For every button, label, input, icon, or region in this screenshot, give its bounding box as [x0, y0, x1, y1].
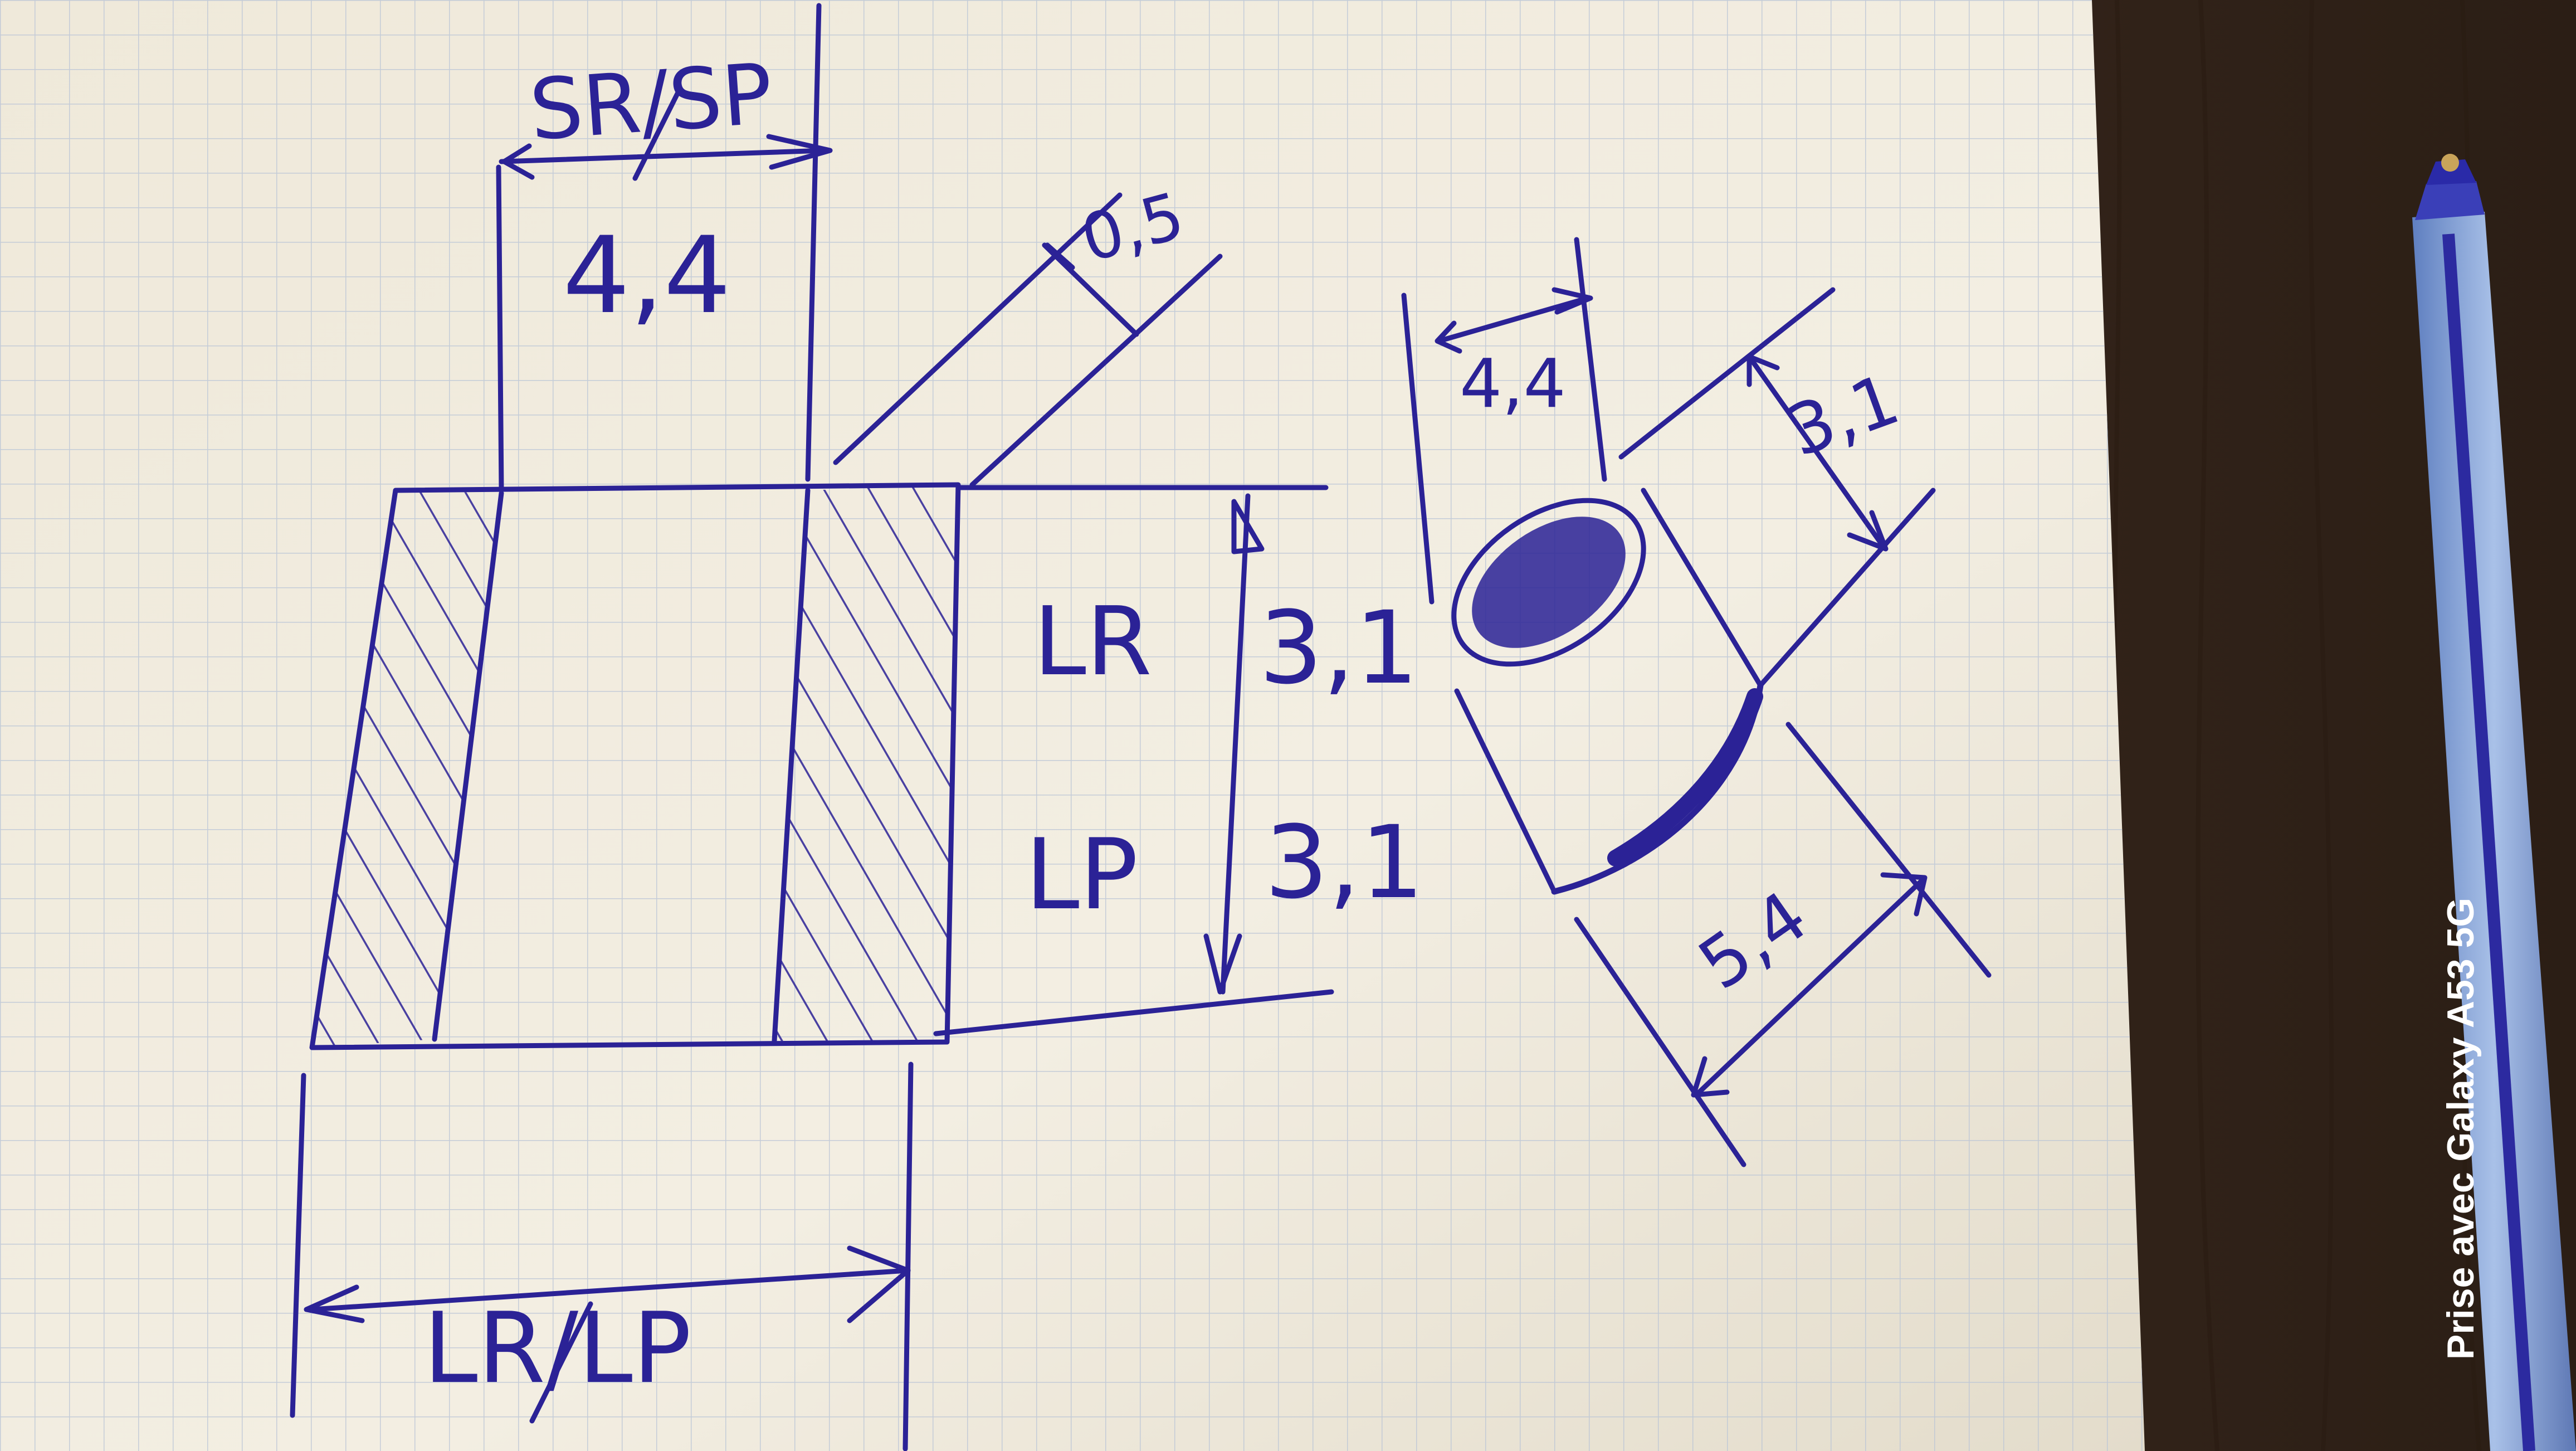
ballpoint-pen [2412, 154, 2576, 1451]
camera-watermark: Prise avec Galaxy A53 5G [2440, 898, 2482, 1360]
grid-paper [0, 0, 2145, 1451]
row-2-value: 3,1 [1265, 805, 1424, 921]
row-1-value: 3,1 [1259, 590, 1418, 707]
hatched-wall-right [774, 485, 958, 1042]
bottom-label: LR/LP [423, 1292, 691, 1405]
row-1-label: LR [1033, 587, 1152, 697]
row-2-label: LP [1025, 819, 1138, 932]
top-label: SR/SP [526, 46, 775, 159]
cylinder-diameter-dimension: 4,4 [1460, 345, 1566, 423]
top-dimension: 4,4 [563, 214, 731, 337]
hatched-wall-left [312, 490, 501, 1048]
cylinder-sketch [1401, 237, 1992, 1167]
